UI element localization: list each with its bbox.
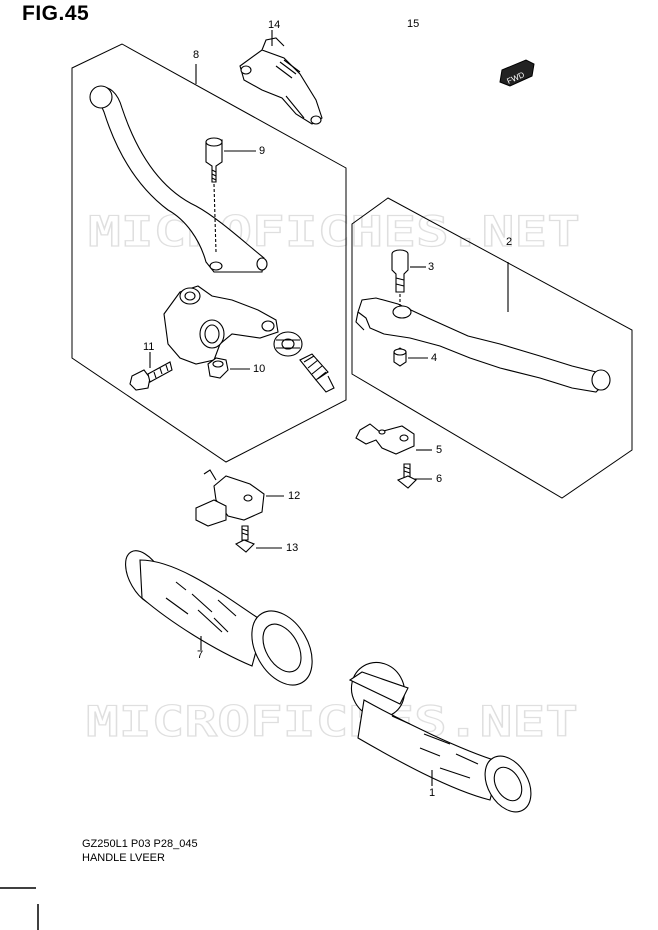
callout-14: 14 <box>268 19 281 31</box>
section-name: HANDLE LVEER <box>82 852 165 864</box>
callout-5: 5 <box>436 444 443 456</box>
watermark-text-top: MICROFICHES.NET <box>88 207 580 256</box>
callout-7: 7 <box>197 649 204 661</box>
clutch-lever-part <box>89 64 268 273</box>
clutch-switch-part <box>239 30 323 125</box>
clutch-switch-unit-part <box>195 469 284 527</box>
callout-13: 13 <box>286 542 299 554</box>
callout-15: 15 <box>407 18 420 30</box>
brake-switch-screw-part <box>396 463 432 489</box>
callout-4: 4 <box>431 352 438 364</box>
callout-11: 11 <box>143 341 155 353</box>
callout-12: 12 <box>288 490 301 502</box>
corner-mark <box>0 887 39 930</box>
switch-screw-part <box>234 525 282 553</box>
callout-2: 2 <box>506 236 513 248</box>
throttle-grip-part <box>348 661 532 813</box>
clutch-perch-part <box>163 285 279 365</box>
brake-lever-part <box>355 262 611 393</box>
callout-1: 1 <box>429 787 436 799</box>
left-grip-part <box>125 550 313 686</box>
callout-6: 6 <box>436 473 443 485</box>
callout-10: 10 <box>253 363 266 375</box>
clutch-assembly-outline <box>71 43 347 463</box>
nut-part-10 <box>207 357 250 379</box>
lever-adjuster-part <box>273 331 335 393</box>
holder-bolt-part <box>129 352 173 391</box>
brake-switch-part <box>355 423 432 455</box>
callout-8: 8 <box>193 49 200 61</box>
lever-bolt-part <box>205 137 256 253</box>
fwd-direction-badge: FWD <box>499 59 535 87</box>
callout-3: 3 <box>428 261 435 273</box>
brake-assembly-outline <box>351 197 633 499</box>
brake-nut-part <box>393 347 428 367</box>
brake-bolt-part <box>391 249 426 306</box>
callout-9: 9 <box>259 145 266 157</box>
watermark-bottom: MICROFICHES.NET <box>85 696 578 746</box>
model-code: GZ250L1 P03 P28_045 <box>82 838 198 850</box>
figure-title: FIG.45 <box>22 2 90 25</box>
watermark-text-bottom: MICROFICHES.NET <box>86 697 578 746</box>
watermark-top: MICROFICHES.NET <box>87 206 580 256</box>
